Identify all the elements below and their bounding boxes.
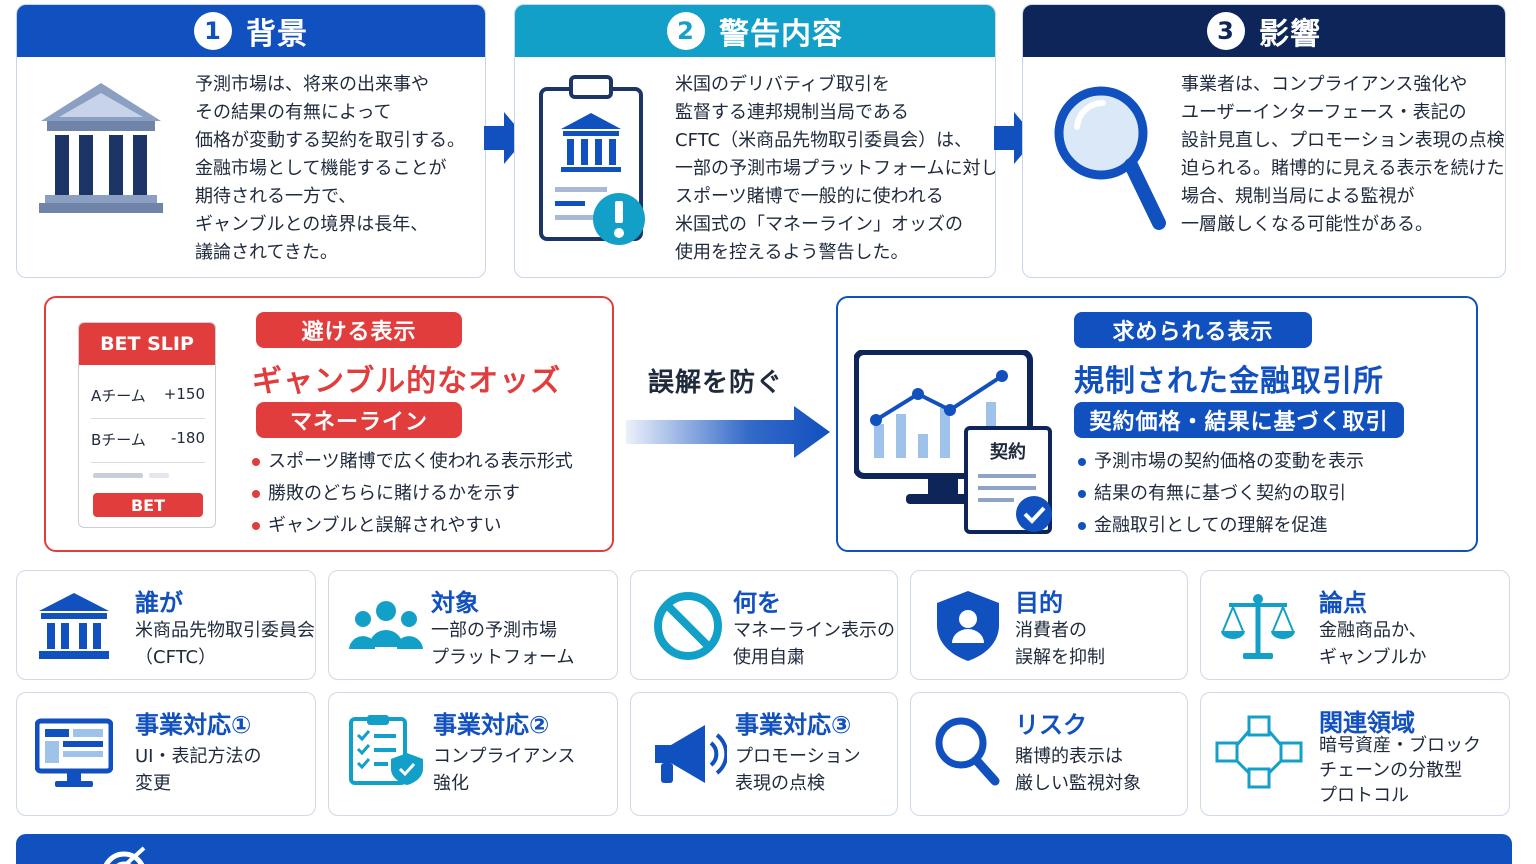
shield-user-icon <box>937 591 999 661</box>
prevent-misunderstanding-label: 誤解を防ぐ <box>648 368 784 398</box>
panel-title: 警告内容 <box>719 17 843 52</box>
card-title: リスク <box>1015 711 1087 739</box>
panel-description: 予測市場は、将来の出来事や その結果の有無によって 価格が変動する契約を取引する… <box>195 74 465 263</box>
step-number: 2 <box>667 12 705 50</box>
card-text: マネーライン表示の 使用自粛 <box>733 620 895 668</box>
list-item: 結果の有無に基づく契約の取引 <box>1076 478 1364 510</box>
card-issue: 論点 金融商品か、 ギャンブルか <box>1200 570 1510 680</box>
card-what: 何を マネーライン表示の 使用自粛 <box>630 570 898 680</box>
checklist-shield-icon <box>349 715 423 785</box>
avoid-bullet-list: スポーツ賭博で広く使われる表示形式 勝敗のどちらに賭けるかを示す ギャンブルと誤… <box>250 446 573 542</box>
team-name: Bチーム <box>91 431 146 449</box>
panel-header: 3 影響 <box>1023 5 1505 57</box>
search-icon <box>935 717 1000 786</box>
panel-description: 事業者は、コンプライアンス強化や ユーザーインターフェース・表記の 設計見直し、… <box>1181 74 1506 235</box>
contract-doc-label: 契約 <box>990 442 1026 463</box>
card-text: プロモーション 表現の点検 <box>735 746 861 794</box>
avoid-label: 避ける表示 <box>256 312 462 348</box>
card-title: 誰が <box>135 589 183 617</box>
card-response-1: 事業対応① UI・表記方法の 変更 <box>16 692 316 816</box>
monitor-chart-icon <box>854 350 1052 534</box>
bank-building-icon <box>39 83 163 213</box>
card-title: 事業対応② <box>433 711 550 739</box>
panel-warning: 2 警告内容 米国のデリバティブ取引を 監督する連邦規制当局である CFTC（米… <box>514 4 996 278</box>
clipboard-warning-icon <box>539 75 645 245</box>
card-title: 目的 <box>1015 589 1063 617</box>
avoid-display-box: BET SLIP Aチーム +150 Bチーム -180 BET 避ける表示 ギ… <box>44 296 614 552</box>
panel-header: 2 警告内容 <box>515 5 995 57</box>
card-text: 米商品先物取引委員会 （CFTC） <box>135 620 315 668</box>
card-title: 論点 <box>1319 589 1367 617</box>
footer-banner <box>16 834 1512 864</box>
arrow-right-icon <box>484 112 526 164</box>
team-odds: -180 <box>170 429 205 447</box>
card-text: 消費者の 誤解を抑制 <box>1015 620 1105 668</box>
slip-placeholder-line <box>93 473 143 478</box>
card-title: 事業対応① <box>135 711 252 739</box>
bet-slip: BET SLIP Aチーム +150 Bチーム -180 BET <box>78 322 216 528</box>
card-target: 対象 一部の予測市場 プラットフォーム <box>328 570 618 680</box>
list-item: 予測市場の契約価格の変動を表示 <box>1076 446 1364 478</box>
list-item: 勝敗のどちらに賭けるかを示す <box>250 478 573 510</box>
card-text: UI・表記方法の 変更 <box>135 746 262 794</box>
panel-title: 背景 <box>246 17 308 52</box>
panel-background: 1 背景 予測市場は、将来の出来事や その結果の有無によって 価格が変動する契約… <box>16 4 486 278</box>
card-purpose: 目的 消費者の 誤解を抑制 <box>910 570 1188 680</box>
card-response-2: 事業対応② コンプライアンス 強化 <box>328 692 618 816</box>
institution-icon <box>39 593 109 659</box>
team-name: Aチーム <box>91 387 146 405</box>
step-number: 1 <box>194 12 232 50</box>
list-item: スポーツ賭博で広く使われる表示形式 <box>250 446 573 478</box>
card-title: 事業対応③ <box>735 711 852 739</box>
bet-slip-row: Bチーム -180 <box>91 429 205 463</box>
bet-button[interactable]: BET <box>93 493 203 517</box>
magnifier-icon <box>1054 86 1166 230</box>
slip-placeholder-line <box>149 473 169 478</box>
card-text: 賭博的表示は 厳しい監視対象 <box>1015 746 1141 794</box>
panel-header: 1 背景 <box>17 5 485 57</box>
panel-description: 米国のデリバティブ取引を 監督する連邦規制当局である CFTC（米商品先物取引委… <box>675 74 996 263</box>
card-text: 一部の予測市場 プラットフォーム <box>431 620 575 668</box>
list-item: 金融取引としての理解を促進 <box>1076 510 1364 542</box>
bet-slip-header: BET SLIP <box>79 323 215 365</box>
card-text: 暗号資産・ブロック チェーンの分散型 プロトコル <box>1319 735 1481 806</box>
recommended-bullet-list: 予測市場の契約価格の変動を表示 結果の有無に基づく契約の取引 金融取引としての理… <box>1076 446 1364 542</box>
card-text: 金融商品か、 ギャンブルか <box>1319 620 1427 668</box>
card-risk: リスク 賭博的表示は 厳しい監視対象 <box>910 692 1188 816</box>
contract-price-label: 契約価格・結果に基づく取引 <box>1074 402 1404 438</box>
team-odds: +150 <box>163 385 205 403</box>
bet-slip-row: Aチーム +150 <box>91 385 205 419</box>
step-number: 3 <box>1207 12 1245 50</box>
list-item: ギャンブルと誤解されやすい <box>250 510 573 542</box>
card-text: コンプライアンス 強化 <box>433 746 576 794</box>
monitor-ui-icon <box>35 718 113 787</box>
panel-impact: 3 影響 事業者は、コンプライアンス強化や ユーザーインターフェース・表記の 設… <box>1022 4 1506 278</box>
avoid-title: ギャンブル的なオッズ <box>252 364 562 399</box>
target-icon <box>103 846 146 864</box>
recommended-display-box: 契約 求められる表示 規制された金融取引所 契約価格・結果に基づく取引 予測市場… <box>836 296 1478 552</box>
megaphone-icon <box>655 725 727 783</box>
prohibited-icon <box>654 592 722 660</box>
card-who: 誰が 米商品先物取引委員会 （CFTC） <box>16 570 316 680</box>
card-title: 関連領域 <box>1319 709 1415 737</box>
card-title: 対象 <box>431 589 479 617</box>
moneyline-label: マネーライン <box>256 402 462 438</box>
card-response-3: 事業対応③ プロモーション 表現の点検 <box>630 692 898 816</box>
blockchain-cubes-icon <box>1215 715 1303 789</box>
recommended-label: 求められる表示 <box>1074 312 1312 348</box>
panel-title: 影響 <box>1259 17 1321 52</box>
balance-scale-icon <box>1221 594 1295 659</box>
arrow-right-icon <box>626 406 830 458</box>
people-group-icon <box>349 601 423 649</box>
card-title: 何を <box>733 589 781 617</box>
recommended-title: 規制された金融取引所 <box>1074 364 1384 399</box>
card-related-field: 関連領域 暗号資産・ブロック チェーンの分散型 プロトコル <box>1200 692 1510 816</box>
arrow-right-icon <box>994 112 1036 164</box>
